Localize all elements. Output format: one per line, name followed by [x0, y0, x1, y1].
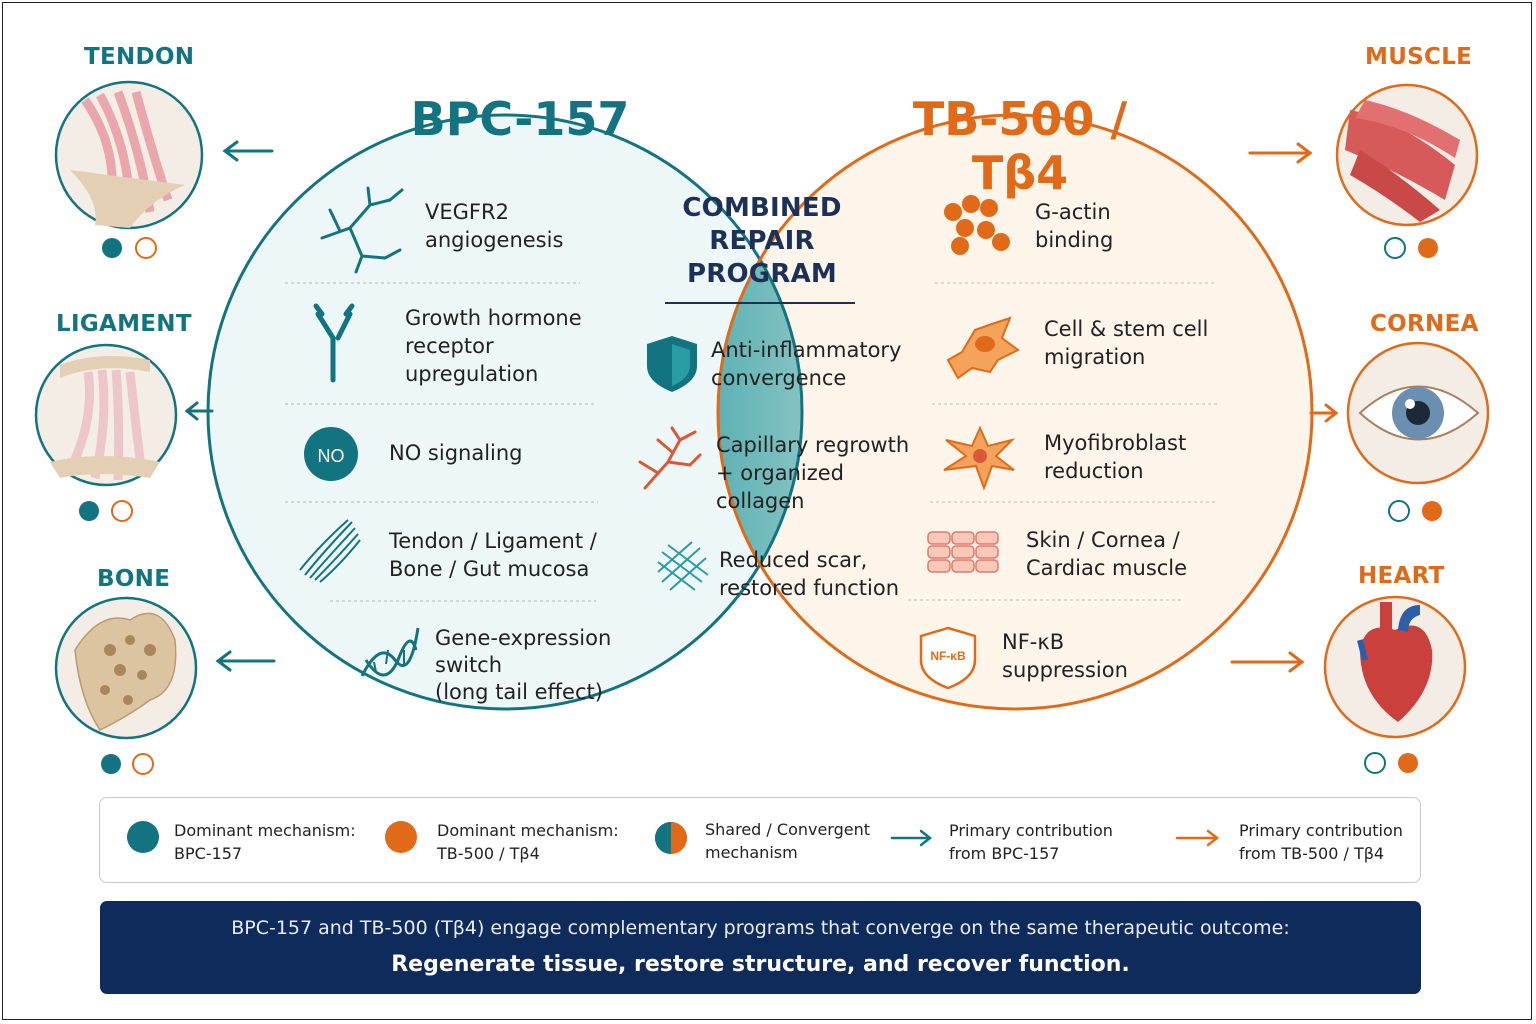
teal-arrow-bone — [215, 650, 276, 672]
fiber-bundle-icon — [299, 519, 361, 583]
organ-label-bone: BONE — [97, 566, 171, 592]
summary-line-1: BPC-157 and TB-500 (Tβ4) engage compleme… — [231, 917, 1290, 939]
legend-orange-arrow-icon — [1175, 829, 1220, 847]
ligament-icon — [34, 343, 178, 487]
mesh-icon — [657, 541, 709, 591]
teal-arrow-ligament — [184, 401, 214, 421]
bpc-title: BPC-157 — [410, 92, 630, 146]
tendon-indicator-dots — [102, 237, 157, 259]
legend — [99, 797, 1421, 883]
organ-label-heart: HEART — [1358, 563, 1445, 589]
teal-arrow-tendon — [222, 140, 274, 162]
bpc-feature-no-signaling: NO signaling — [389, 441, 523, 465]
tb-title: TB-500 / Tβ4 — [912, 92, 1128, 200]
legend-orange-dot — [385, 821, 417, 853]
legend-item-bpc: Dominant mechanism:BPC-157 — [174, 821, 356, 863]
legend-item-tb: Dominant mechanism:TB-500 / Tβ4 — [437, 821, 619, 863]
dna-icon — [360, 627, 420, 677]
organ-label-muscle: MUSCLE — [1365, 44, 1473, 70]
muscle-icon — [1335, 83, 1479, 227]
no-molecule-icon: NO — [304, 427, 358, 481]
ligament-indicator-dots — [79, 500, 133, 522]
legend-teal-dot — [127, 821, 159, 853]
tb-feature-tissues: Skin / Cornea /Cardiac muscle — [1026, 528, 1188, 580]
heart-icon — [1323, 595, 1467, 739]
summary-line-2: Regenerate tissue, restore structure, an… — [391, 952, 1130, 977]
tissue-layers-icon — [927, 531, 999, 573]
bpc-feature-tissues: Tendon / Ligament /Bone / Gut mucosa — [389, 529, 597, 581]
organ-label-tendon: TENDON — [84, 44, 195, 70]
nfkb-icon-text: NF-κB — [930, 649, 966, 663]
bone-icon — [54, 596, 198, 740]
summary-banner — [100, 901, 1421, 994]
heart-indicator-dots — [1364, 752, 1418, 774]
combined-title: COMBINED REPAIR PROGRAM — [682, 193, 842, 289]
branching-vessel-icon — [320, 186, 404, 274]
bone-indicator-dots — [101, 753, 154, 775]
eye-icon — [1346, 341, 1490, 485]
combined-feature-reduced-scar: Reduced scar,restored function — [719, 548, 899, 600]
orange-arrow-heart — [1230, 651, 1305, 673]
bpc-circle — [208, 115, 802, 709]
no-icon-text: NO — [318, 446, 345, 466]
tendon-icon — [54, 80, 204, 230]
capillary-icon — [638, 426, 702, 490]
legend-teal-arrow-icon — [890, 829, 933, 847]
muscle-indicator-dots — [1384, 237, 1438, 259]
nfkb-shield-icon: NF-κB — [919, 626, 977, 690]
orange-arrow-muscle — [1248, 142, 1313, 164]
migrating-cell-icon — [946, 316, 1020, 380]
actin-beads-icon — [944, 195, 1010, 255]
myofibroblast-icon — [943, 425, 1016, 491]
receptor-icon — [313, 303, 355, 383]
organ-label-cornea: CORNEA — [1370, 311, 1479, 337]
cornea-indicator-dots — [1388, 500, 1442, 522]
orange-arrow-cornea — [1309, 403, 1339, 423]
shield-icon — [647, 336, 697, 392]
tb-circle — [718, 115, 1312, 709]
organ-label-ligament: LIGAMENT — [56, 311, 192, 337]
